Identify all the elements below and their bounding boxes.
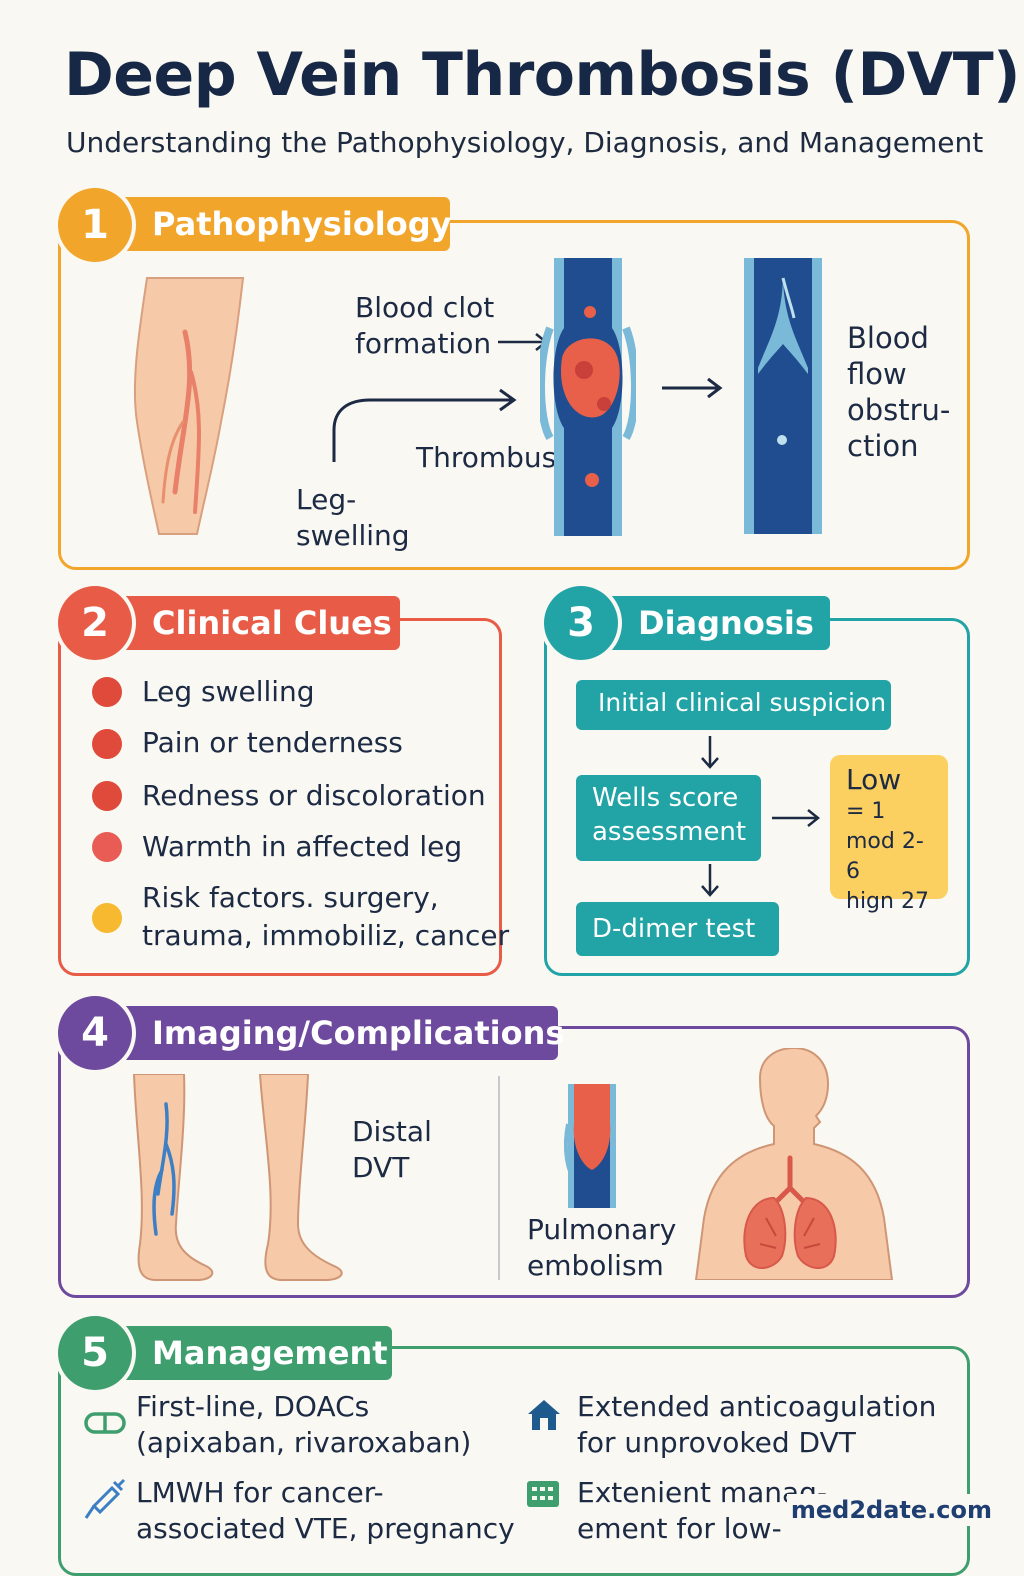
blood-flow-obstruction-label: Blood flow obstru- ction [847, 321, 951, 463]
clue-bullet-icon [92, 677, 122, 707]
imaging-title: Imaging/Complications [104, 1006, 564, 1060]
management-extended: Extended anticoagulation for unprovoked … [577, 1390, 937, 1459]
clue-bullet-icon [92, 781, 122, 811]
swollen-leg-illustration [133, 277, 245, 535]
pathophysiology-panel [58, 220, 970, 570]
section-3-badge: 3 [544, 586, 618, 660]
pulmonary-embolism-label: Pulmonary embolism [527, 1213, 677, 1282]
pill-icon [84, 1412, 126, 1434]
diagnosis-title: Diagnosis [590, 596, 830, 650]
section-2-badge: 2 [58, 586, 132, 660]
clue-bullet-icon [92, 903, 122, 933]
clue-bullet-icon [92, 832, 122, 862]
section-4-badge: 4 [58, 996, 132, 1070]
clue-warmth: Warmth in affected leg [142, 830, 463, 863]
pathophysiology-title: Pathophysiology [104, 197, 452, 251]
section-5-badge: 5 [58, 1316, 132, 1390]
lungs-torso-illustration [694, 1048, 894, 1280]
distal-dvt-label: Distal DVT [352, 1115, 432, 1184]
vein-with-thrombus-illustration [540, 258, 636, 536]
arrow-right-icon [662, 377, 723, 399]
page-title: Deep Vein Thrombosis (DVT) [64, 40, 1021, 110]
arrow-down-icon [701, 864, 719, 897]
step-d-dimer: D-dimer test [576, 902, 779, 956]
clue-redness: Redness or discoloration [142, 779, 486, 812]
clot-formation-label: Blood clot formation [355, 291, 495, 360]
obstructed-vein-illustration [744, 258, 822, 534]
clue-pain: Pain or tenderness [142, 726, 403, 759]
clue-risk-factors: Risk factors. surgery, trauma, immobiliz… [142, 881, 510, 952]
calendar-icon [527, 1481, 559, 1507]
arrow-down-icon [701, 736, 719, 769]
step-clinical-suspicion: Initial clinical suspicion [576, 680, 891, 730]
syringe-icon [84, 1478, 126, 1519]
arrow-right-icon [772, 809, 821, 827]
divider [498, 1076, 500, 1280]
footer-site-label: med2date.com [786, 1494, 996, 1526]
step-wells-score: Wells score assessment [576, 775, 761, 861]
management-lmwh: LMWH for cancer- associated VTE, pregnan… [136, 1476, 515, 1545]
embolus-vein-illustration [564, 1084, 616, 1208]
leg-swelling-label: Leg- swelling [296, 483, 410, 552]
page-subtitle: Understanding the Pathophysiology, Diagn… [66, 126, 984, 159]
management-title: Management [104, 1326, 392, 1380]
section-1-badge: 1 [58, 188, 132, 262]
house-icon [528, 1400, 560, 1430]
clue-bullet-icon [92, 729, 122, 759]
clue-leg-swelling: Leg swelling [142, 675, 315, 708]
legs-with-distal-dvt-illustration [132, 1074, 343, 1281]
management-doacs: First-line, DOACs (apixaban, rivaroxaban… [136, 1390, 472, 1459]
thrombus-label: Thrombus [416, 441, 557, 474]
clinical-clues-title: Clinical Clues [104, 596, 400, 650]
wells-risk-categories: Low = 1 mod 2-6 hign 27 [830, 755, 948, 914]
curved-arrow-icon [332, 388, 517, 462]
